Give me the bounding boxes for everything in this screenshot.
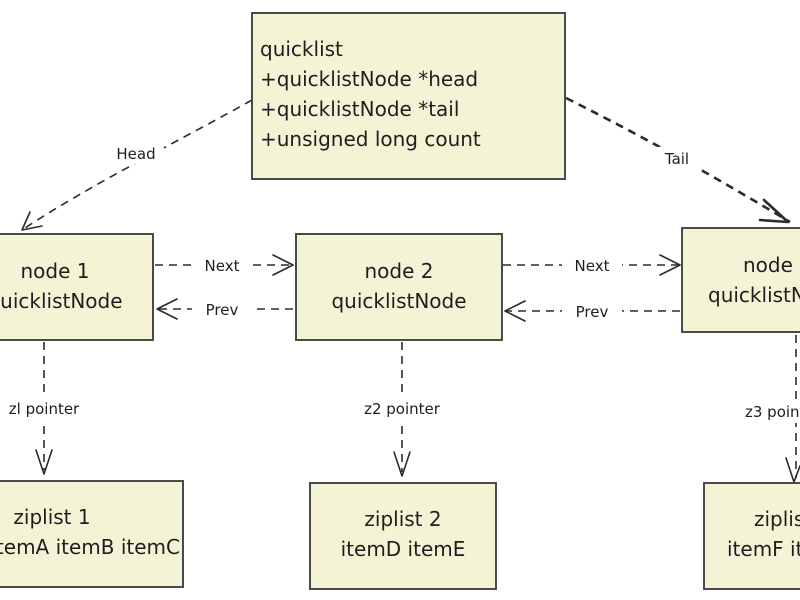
node-2-subtitle: quicklistNode [331,289,466,313]
edge-label-tail: Tail [664,150,689,168]
edge-z1-pointer: zl pointer [0,342,92,475]
ziplist-3-items: itemF itemG [727,537,800,561]
quicklist-line-4: +unsigned long count [260,127,481,151]
ziplist-1-box: ziplist 1 itemA itemB itemC [0,480,184,588]
edge-label-z1: zl pointer [9,400,80,418]
node-2-box: node 2 quicklistNode [295,233,503,341]
ziplist-1-title: ziplist 1 [13,505,90,529]
ziplist-3-title: ziplist 3 [754,507,800,531]
edge-label-next-1: Next [205,257,240,275]
quicklist-struct-box: quicklist +quicklistNode *head +quicklis… [251,12,566,180]
ziplist-2-box: ziplist 2 itemD itemE [309,482,497,590]
ziplist-2-title: ziplist 2 [364,507,441,531]
node-2-title: node 2 [365,259,434,283]
edge-next-2: Next [503,254,681,276]
node-3-title: node 3 [743,253,800,277]
edge-next-1: Next [155,254,294,276]
node-1-box: node 1 quicklistNode [0,233,154,341]
quicklist-line-1: quicklist [260,37,343,61]
edge-head: Head [21,99,253,231]
ziplist-3-box: ziplist 3 itemF itemG [703,482,800,590]
edge-label-z2: z2 pointer [364,400,441,418]
edge-label-next-2: Next [575,257,610,275]
edge-label-z3: z3 pointer [745,403,800,421]
edge-z2-pointer: z2 pointer [350,342,454,477]
node-3-subtitle: quicklistNode [708,283,800,307]
node-1-subtitle: quicklistNode [0,289,123,313]
quicklist-line-2: +quicklistNode *head [260,67,478,91]
edge-tail: Tail [565,96,791,224]
edge-prev-2: Prev [504,300,680,322]
edge-label-head: Head [116,145,155,163]
edge-label-prev-2: Prev [576,303,609,321]
node-1-title: node 1 [21,259,90,283]
edge-prev-1: Prev [156,298,293,320]
quicklist-line-3: +quicklistNode *tail [260,97,459,121]
edge-label-prev-1: Prev [206,301,239,319]
ziplist-2-items: itemD itemE [341,537,466,561]
edge-z3-pointer: z3 pointer [742,335,800,483]
ziplist-1-items: itemA itemB itemC [0,535,180,559]
node-3-box: node 3 quicklistNode [681,227,800,333]
